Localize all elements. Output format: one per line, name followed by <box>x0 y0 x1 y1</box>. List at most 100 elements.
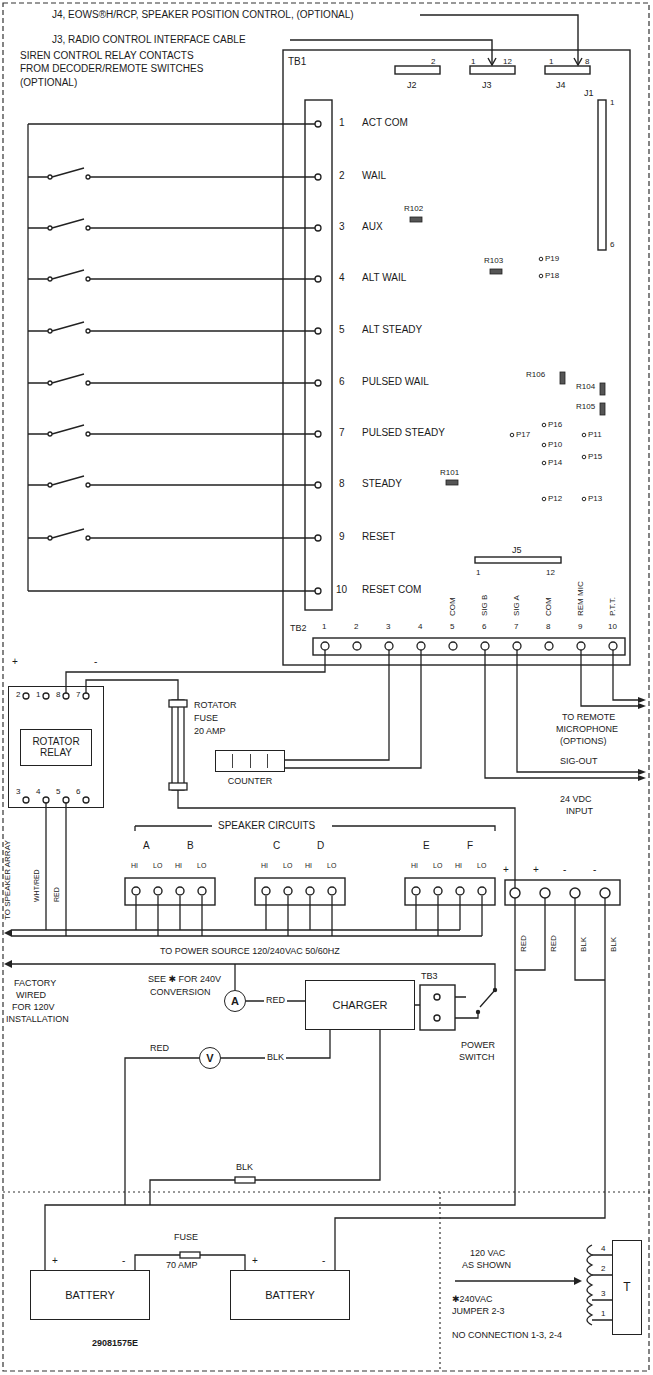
label: 1 <box>471 57 475 66</box>
label: PULSED STEADY <box>362 427 445 439</box>
label: RED <box>150 1043 169 1053</box>
terminal-screw <box>577 642 585 650</box>
fuse-symbol <box>180 1252 200 1258</box>
label: P12 <box>548 494 562 503</box>
label: SWITCH <box>459 1052 495 1062</box>
label: AS SHOWN <box>462 1260 511 1270</box>
label: - <box>122 1255 125 1267</box>
terminal-screw <box>513 642 521 650</box>
label: - <box>94 656 97 668</box>
label: 29081575E <box>92 1338 138 1348</box>
wiring <box>285 650 389 760</box>
label: 4 <box>418 622 422 631</box>
test-point <box>542 461 546 465</box>
counter: COUNTER <box>212 750 288 790</box>
wiring <box>86 680 178 700</box>
terminal-screw <box>315 482 321 488</box>
wire-label: BLK <box>609 937 618 952</box>
relay-contact-switches <box>48 432 52 436</box>
control-board <box>395 66 440 74</box>
label: POWER <box>461 1040 495 1050</box>
label: P10 <box>548 440 562 449</box>
terminal-screw <box>315 174 321 180</box>
wiring <box>515 898 545 970</box>
label: 4 <box>36 787 40 796</box>
control-board <box>470 66 515 74</box>
node-label: BATTERY <box>265 1289 315 1302</box>
battery: BATTERY <box>30 1270 150 1320</box>
relay-contact-switches <box>48 536 52 540</box>
label: LO <box>197 862 206 870</box>
label: 10 <box>336 584 347 596</box>
terminal-screw <box>481 642 489 650</box>
terminal-screw <box>23 121 617 803</box>
label: ALT STEADY <box>362 324 422 336</box>
label: SPEAKER CIRCUITS <box>218 820 315 832</box>
node-label: BATTERY <box>65 1289 115 1302</box>
label: R104 <box>576 382 595 391</box>
label: PULSED WAIL <box>362 376 429 388</box>
wire-label: SIG A <box>512 595 521 616</box>
relay-contact-switches <box>48 226 52 230</box>
terminal-block <box>540 888 550 898</box>
terminal-block <box>478 887 486 895</box>
wiring <box>587 1245 592 1325</box>
label: 6 <box>610 240 614 249</box>
resistor-symbol <box>410 217 422 222</box>
label: SIG-OUT <box>560 756 598 766</box>
label: STEADY <box>362 478 402 490</box>
wire-label: SIG B <box>480 595 489 616</box>
label: 1 <box>36 690 40 699</box>
terminal-block <box>176 887 184 895</box>
wire-label: RED <box>53 887 61 902</box>
terminal-block <box>570 888 580 898</box>
wiring <box>575 898 605 980</box>
label: TO REMOTE <box>562 712 615 722</box>
label: 6 <box>76 787 80 796</box>
label: NO CONNECTION 1-3, 2-4 <box>452 1330 562 1340</box>
voltmeter: V <box>199 1047 221 1069</box>
terminal-block <box>132 887 140 895</box>
label: 12 <box>546 568 555 577</box>
label: J3 <box>482 80 492 90</box>
label: F <box>467 840 473 852</box>
label: INSTALLATION <box>6 1014 69 1024</box>
wiring <box>581 650 638 706</box>
label: R103 <box>484 256 503 265</box>
charger: CHARGER <box>305 980 415 1030</box>
label: HI <box>261 862 268 870</box>
test-point <box>539 257 543 261</box>
resistor-symbol <box>446 480 458 485</box>
label: 3 <box>601 1289 605 1298</box>
control-board <box>283 15 630 665</box>
control-board <box>488 58 582 65</box>
terminal-screw <box>385 642 393 650</box>
label: J2 <box>407 80 417 90</box>
wiring <box>613 650 638 700</box>
resistor-symbol <box>490 269 502 274</box>
label: 3 <box>16 787 20 796</box>
terminal-block <box>328 887 336 895</box>
label: P18 <box>545 271 559 280</box>
label: FACTORY <box>14 978 56 988</box>
frame <box>3 1192 650 1371</box>
wire-label: P.T.T. <box>608 597 617 616</box>
wiring <box>125 1058 199 1205</box>
wiring <box>12 896 482 936</box>
connector-plug <box>4 960 12 968</box>
label: 10 <box>608 622 617 631</box>
control-board <box>290 15 578 64</box>
label: 7 <box>76 690 80 699</box>
label: HI <box>411 862 418 870</box>
label: + <box>12 656 18 668</box>
terminal-block <box>306 887 314 895</box>
test-point <box>542 443 546 447</box>
control-board <box>313 638 625 655</box>
label: 8 <box>56 690 60 699</box>
label: LO <box>283 862 292 870</box>
label: TO POWER SOURCE 120/240VAC 50/60HZ <box>160 946 340 956</box>
label: R102 <box>404 204 423 213</box>
resistor-symbol <box>560 372 565 384</box>
terminal-block <box>412 887 420 895</box>
